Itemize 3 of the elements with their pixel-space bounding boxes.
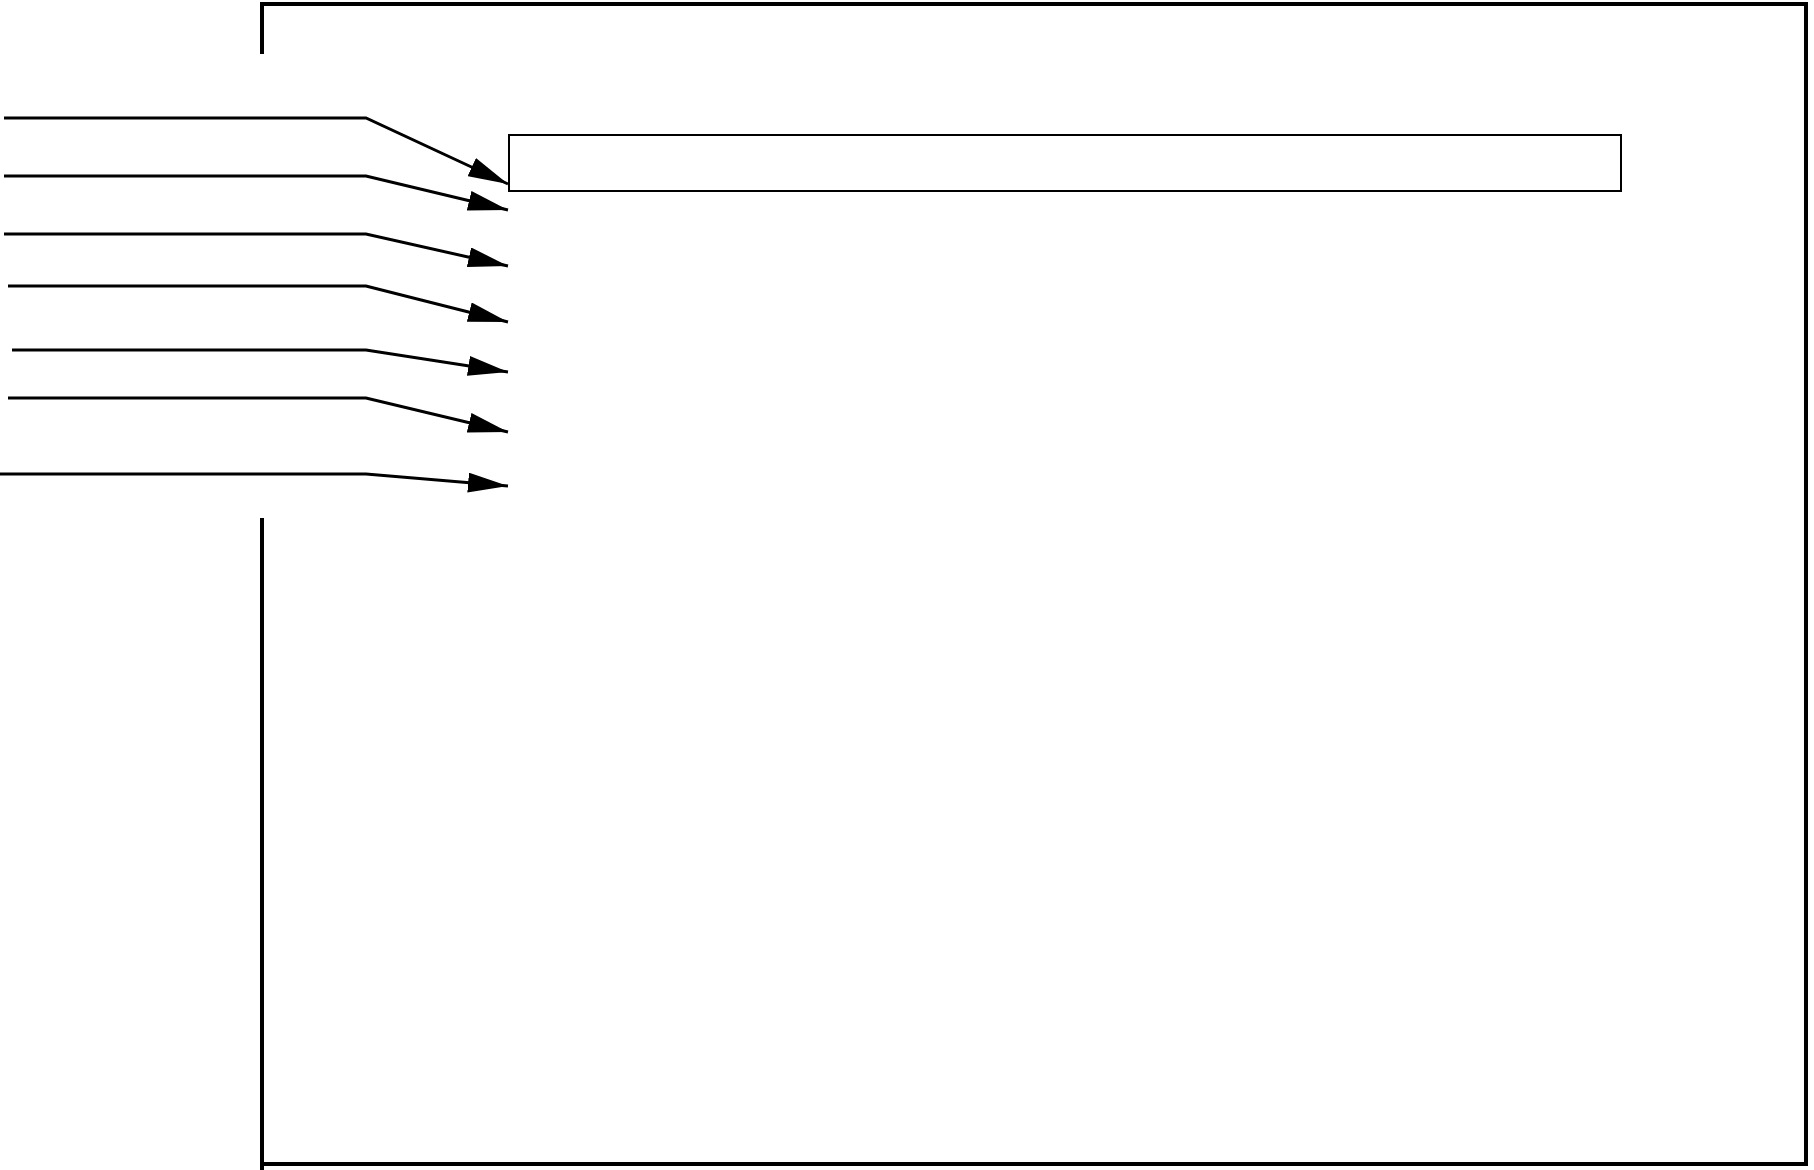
empty-box xyxy=(508,134,1622,192)
frame-box xyxy=(262,2,1808,1166)
arrow xyxy=(4,116,509,186)
